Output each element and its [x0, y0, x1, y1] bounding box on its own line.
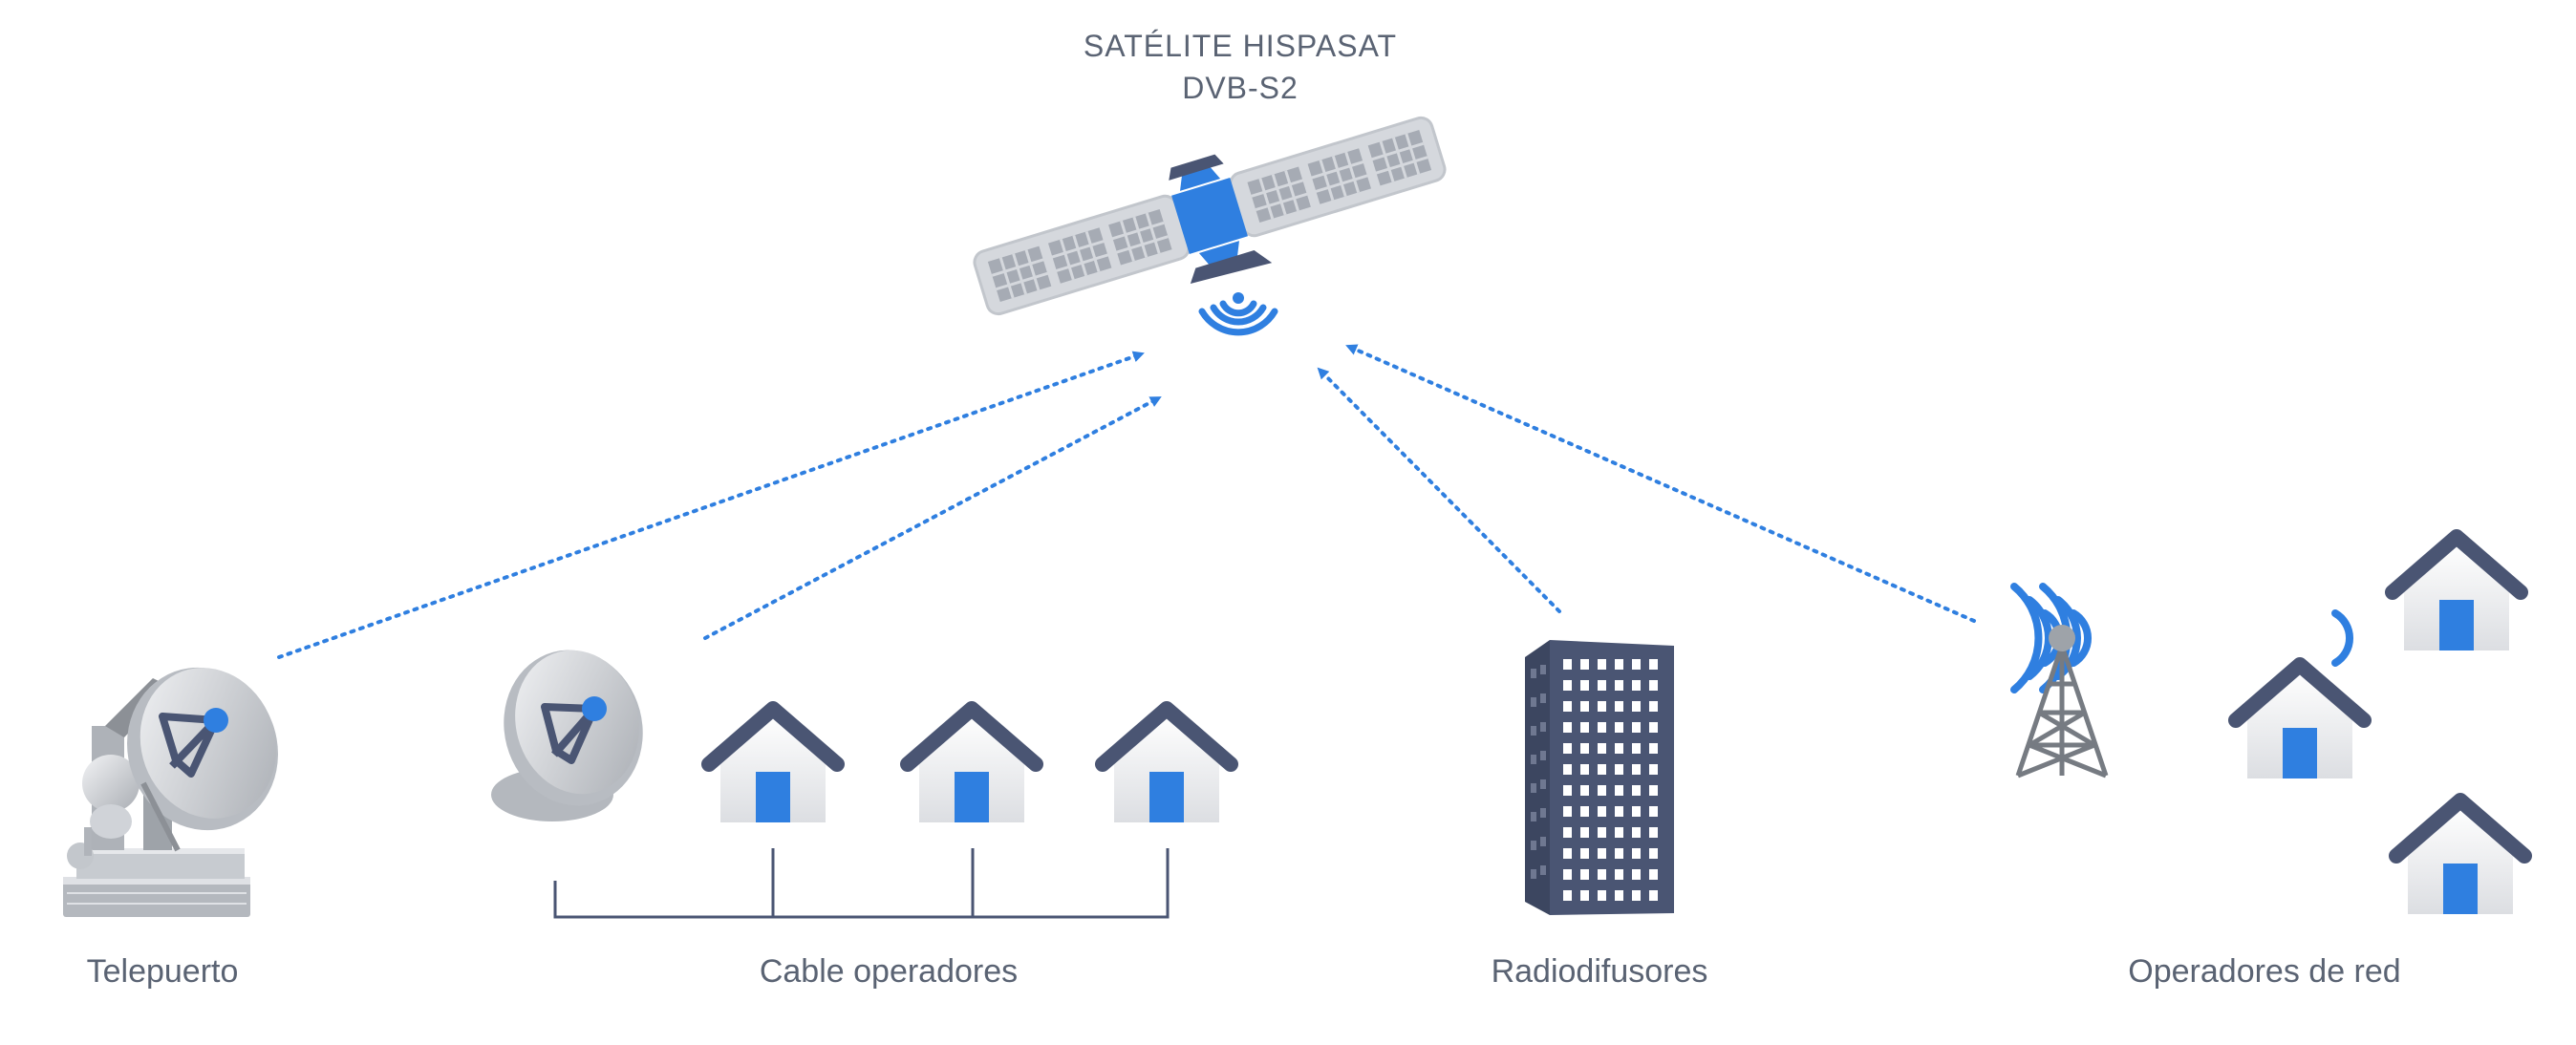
satellite-title: SATÉLITE HISPASAT DVB-S2 [1001, 25, 1479, 109]
satellite-standard: DVB-S2 [1182, 71, 1299, 105]
teleport-dish-icon [63, 667, 278, 917]
building-icon [1525, 640, 1674, 915]
house-icon [2396, 800, 2524, 914]
satellite-name: SATÉLITE HISPASAT [1083, 29, 1398, 63]
radio-tower-icon [2010, 583, 2354, 778]
label-cable-operators: Cable operadores [759, 953, 1019, 990]
signal-wave-icon [1198, 292, 1278, 336]
uplink-arrows [277, 344, 1976, 659]
house-icon [2393, 537, 2521, 650]
house-icon [709, 709, 837, 822]
arrow-network [1345, 344, 1976, 623]
label-broadcasters: Radiodifusores [1491, 953, 1708, 990]
cable-network-lines [553, 848, 1170, 919]
label-network-operators: Operadores de red [2128, 953, 2401, 990]
house-icon [1103, 709, 1231, 822]
label-teleport: Telepuerto [86, 953, 239, 990]
house-icon [2236, 665, 2364, 778]
arrow-teleport [277, 351, 1145, 659]
arrow-cable [703, 395, 1162, 640]
house-icon [908, 709, 1036, 822]
satellite-icon [973, 116, 1447, 316]
dish-icon [491, 650, 643, 821]
arrow-broadcasters [1317, 367, 1561, 613]
